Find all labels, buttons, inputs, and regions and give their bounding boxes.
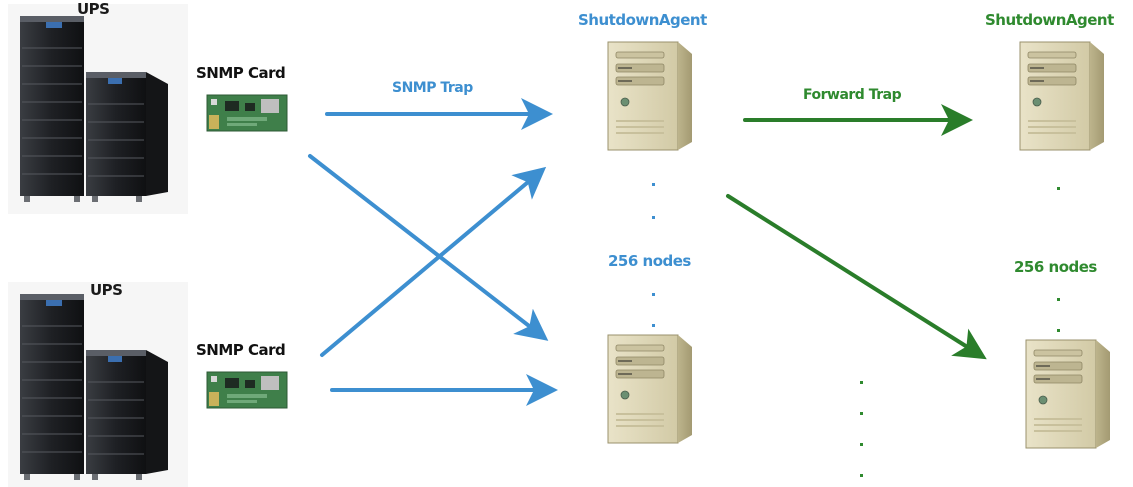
server-tower-icon	[1025, 339, 1111, 449]
ups-label: UPS	[90, 281, 123, 299]
forward-trap-arrow-diagonal	[726, 194, 987, 360]
node-count-right: 256 nodes	[1014, 258, 1097, 276]
snmp-card-label: SNMP Card	[196, 341, 286, 359]
ellipsis-dots-right	[1057, 187, 1060, 332]
server-tower-icon	[607, 334, 693, 444]
ups-cabinet-icon	[7, 281, 189, 487]
snmp-card-icon	[206, 371, 288, 409]
server-tower-icon	[607, 41, 693, 151]
ups-cabinet-icon	[7, 3, 189, 215]
snmp-card-label: SNMP Card	[196, 64, 286, 82]
server-tower-icon	[1019, 41, 1105, 151]
node-count-left: 256 nodes	[608, 252, 691, 270]
snmp-trap-label: SNMP Trap	[392, 80, 473, 96]
ellipsis-dots-middle	[860, 381, 863, 477]
forward-trap-label: Forward Trap	[803, 87, 902, 103]
shutdown-agent-title-right: ShutdownAgent	[985, 11, 1114, 29]
snmp-trap-arrow-cross-down	[308, 154, 549, 341]
snmp-card-icon	[206, 94, 288, 132]
shutdown-agent-title-left: ShutdownAgent	[578, 11, 707, 29]
snmp-trap-arrow-cross-up	[320, 166, 547, 357]
ellipsis-dots-left	[652, 183, 655, 327]
ups-label: UPS	[77, 0, 110, 18]
